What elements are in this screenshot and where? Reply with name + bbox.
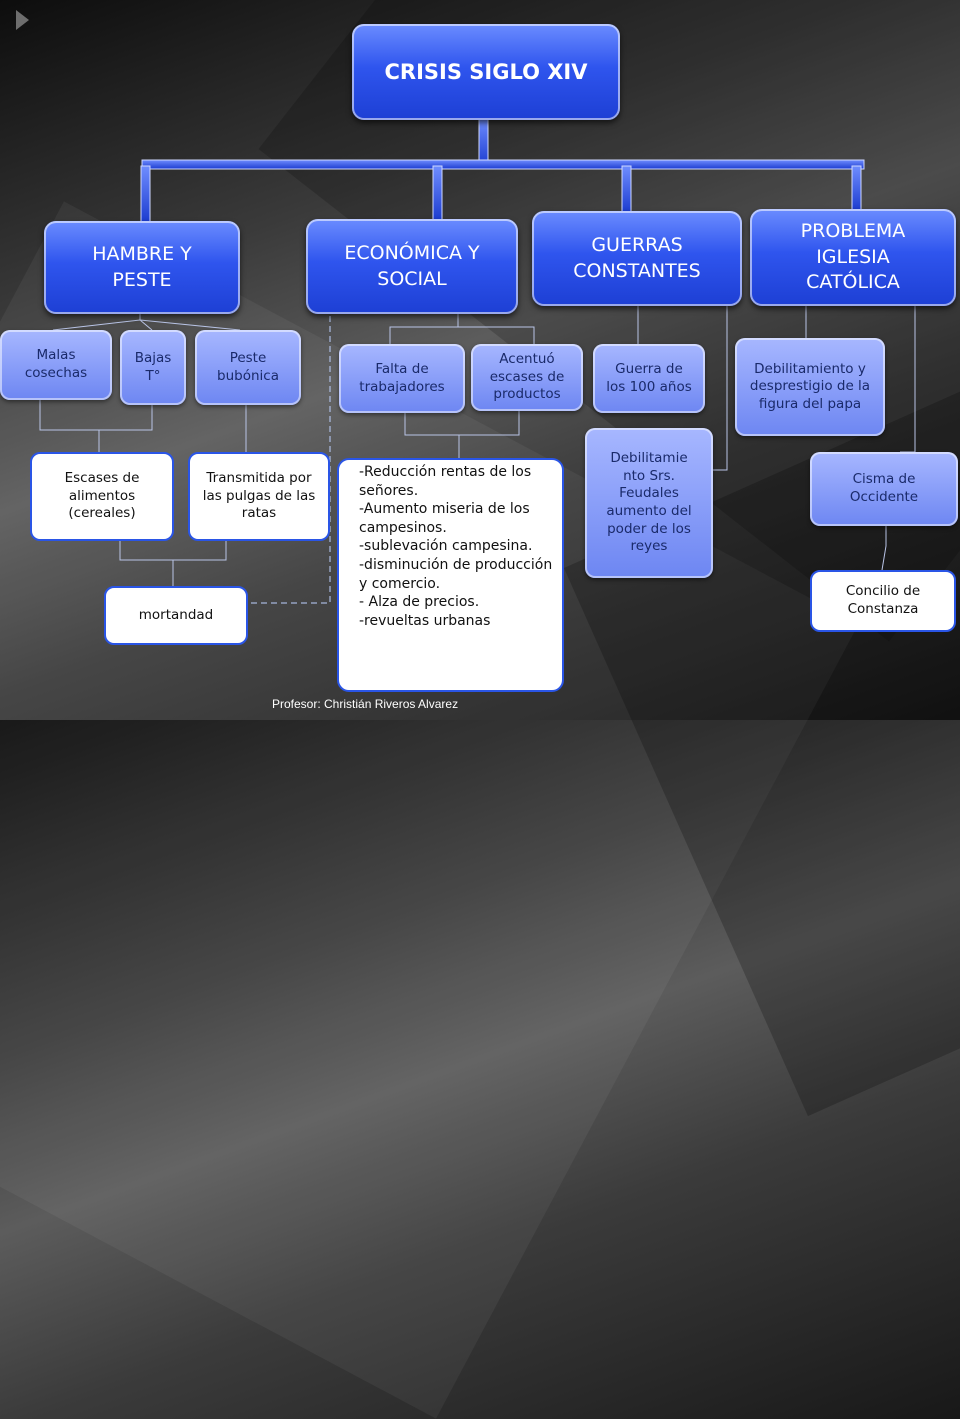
link-hambre-children: [52, 312, 241, 331]
node-text: Cisma de Occidente: [849, 471, 919, 505]
footer-credit: Profesor: Christián Riveros Alvarez: [272, 697, 459, 711]
node-cisma-occidente: Cisma de Occidente: [810, 452, 958, 526]
node-text: Debilitamiento y desprestigio de la figu…: [749, 360, 871, 412]
stem-hambre: [140, 165, 151, 223]
list-item: -Reducción rentas de los señores.: [359, 464, 532, 499]
node-concilio-constanza: Concilio de Constanza: [810, 570, 956, 632]
category-problema-iglesia-catolica: PROBLEMA IGLESIA CATÓLICA: [750, 209, 956, 306]
link-iglesia-cisma: [900, 306, 916, 453]
root-stem: [478, 117, 489, 167]
node-debilitamiento-srs-feudales: Debilitamie nto Srs. Feudales aumento de…: [585, 428, 713, 578]
node-transmitida-pulgas: Transmitida por las pulgas de las ratas: [188, 452, 330, 541]
list-item: -disminución de producción y comercio.: [359, 557, 553, 592]
category-guerras-constantes: GUERRAS CONSTANTES: [532, 211, 742, 306]
category-economica-y-social: ECONÓMICA Y SOCIAL: [306, 219, 518, 314]
node-escases-alimentos: Escases de alimentos (cereales): [30, 452, 174, 541]
link-economica-children: [389, 314, 535, 344]
node-text: Peste bubónica: [217, 349, 279, 384]
slide-bullet-icon: [16, 10, 29, 30]
node-text: mortandad: [138, 606, 214, 623]
link-bracket-list: [404, 411, 520, 458]
node-text: Acentuó escases de productos: [489, 351, 565, 403]
node-text: Malas cosechas: [24, 347, 88, 381]
list-item: -Aumento miseria de los campesinos.: [359, 501, 530, 536]
node-peste-bubonica: Peste bubónica: [195, 330, 301, 405]
node-acentuo-escases: Acentuó escases de productos: [471, 344, 583, 411]
link-bracket-escases: [39, 399, 153, 452]
node-text: Escases de alimentos (cereales): [64, 470, 140, 522]
list-item: -revueltas urbanas: [359, 612, 491, 629]
node-text: Transmitida por las pulgas de las ratas: [202, 470, 316, 522]
category-label: PROBLEMA IGLESIA CATÓLICA: [800, 220, 906, 294]
node-text: Guerra de los 100 años: [606, 360, 692, 395]
link-bracket-mortandad: [119, 541, 227, 586]
node-text: Debilitamie nto Srs. Feudales aumento de…: [606, 450, 692, 555]
node-mortandad: mortandad: [104, 586, 248, 645]
node-economic-consequences-list: -Reducción rentas de los señores. -Aumen…: [337, 458, 564, 692]
list-item: -sublevación campesina.: [359, 538, 533, 555]
stem-economica: [432, 165, 443, 221]
stem-guerras: [621, 165, 632, 213]
root-node: CRISIS SIGLO XIV: [352, 24, 620, 120]
category-label: GUERRAS CONSTANTES: [573, 233, 701, 282]
link-cisma-concilio: [881, 526, 887, 571]
link-guerras-debilitamiento: [713, 306, 728, 471]
category-label: HAMBRE Y PESTE: [92, 242, 192, 291]
node-text: Bajas T°: [134, 349, 172, 384]
node-bajas-t: Bajas T°: [120, 330, 186, 405]
category-hambre-y-peste: HAMBRE Y PESTE: [44, 221, 240, 314]
node-text: Concilio de Constanza: [845, 583, 921, 617]
stem-iglesia: [851, 165, 862, 211]
list-item: - Alza de precios.: [359, 594, 480, 611]
node-guerra-100-anos: Guerra de los 100 años: [593, 344, 705, 413]
category-label: ECONÓMICA Y SOCIAL: [344, 241, 480, 290]
node-text: Falta de trabajadores: [359, 360, 445, 395]
node-falta-trabajadores: Falta de trabajadores: [339, 344, 465, 413]
node-malas-cosechas: Malas cosechas: [0, 330, 112, 400]
node-debilitamiento-papa: Debilitamiento y desprestigio de la figu…: [735, 338, 885, 436]
category-bar: [141, 159, 865, 170]
root-title: CRISIS SIGLO XIV: [384, 59, 588, 84]
